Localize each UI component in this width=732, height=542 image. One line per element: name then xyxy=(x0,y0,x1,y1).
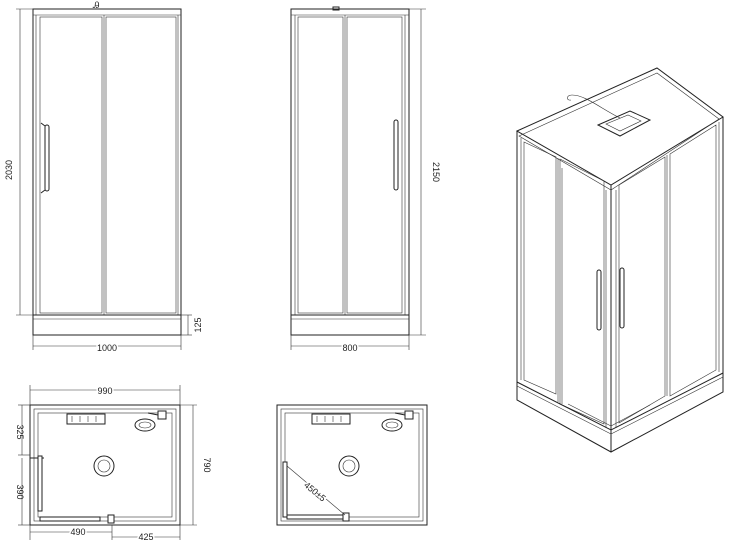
plan-view-right: 450±5 xyxy=(276,404,428,526)
front-width-dimension: 1000 xyxy=(97,343,117,353)
iso-cable-icon xyxy=(567,94,621,119)
front-frame xyxy=(32,8,182,316)
side-door-handle xyxy=(393,119,399,191)
front-door-handle xyxy=(44,124,50,192)
plan-left-width-dimension: 990 xyxy=(97,386,112,396)
plan-left-bottom-left-dimension: 490 xyxy=(70,527,85,537)
plan-left-offset-top-dimension: 325 xyxy=(15,424,25,439)
iso-right-sliding-panel xyxy=(618,156,666,424)
plan-right-shower-head-icon xyxy=(381,418,403,432)
iso-right-fixed-panel xyxy=(669,124,717,397)
plan-left-shower-head-icon xyxy=(134,418,156,432)
front-top-fitting-icon: Ꭿ xyxy=(92,0,100,10)
iso-left-sliding-panel xyxy=(559,158,605,425)
side-tray xyxy=(290,314,410,336)
plan-left-offset-left-dimension: 390 xyxy=(15,484,25,499)
plan-left-bottom-right-dimension: 425 xyxy=(138,532,153,542)
iso-top-face xyxy=(515,67,724,186)
plan-left-tap-icon xyxy=(157,410,167,420)
plan-view-left: 990 790 325 390 490 425 xyxy=(15,385,212,542)
iso-tray xyxy=(516,372,724,453)
iso-left-fixed-panel xyxy=(523,141,557,395)
plan-right-outline xyxy=(276,404,428,526)
plan-right-diagonal-dimension: 450±5 xyxy=(302,480,328,504)
side-height-dimension: 2150 xyxy=(431,162,441,182)
isometric-view xyxy=(515,67,724,453)
side-top-fitting-icon xyxy=(332,6,340,11)
plan-right-shelf-icon xyxy=(311,413,351,425)
plan-right-drain-icon xyxy=(338,455,360,477)
front-height-dimension: 2030 xyxy=(4,160,14,180)
side-frame xyxy=(290,8,410,316)
side-view: 2150 800 xyxy=(290,6,441,355)
plan-right-front-door xyxy=(286,514,346,520)
iso-right-handle xyxy=(619,267,625,329)
front-tray-height-dimension: 125 xyxy=(193,317,203,332)
front-door-panel-left xyxy=(39,16,103,314)
plan-right-tap-icon xyxy=(404,410,414,420)
plan-left-depth-dimension: 790 xyxy=(202,457,212,472)
plan-left-shelf-icon xyxy=(66,413,106,425)
plan-left-outline xyxy=(29,404,181,526)
iso-overhead-fitting-icon xyxy=(596,110,652,137)
plan-left-drain-icon xyxy=(93,455,115,477)
side-panel-left xyxy=(297,16,344,314)
plan-left-side-door xyxy=(37,455,43,512)
front-tray xyxy=(32,314,182,336)
plan-right-diagonal-line xyxy=(286,465,346,516)
front-view: Ꭿ 2030 125 1000 xyxy=(4,0,203,355)
side-panel-right xyxy=(346,16,403,314)
iso-left-handle xyxy=(596,269,602,331)
plan-left-front-door xyxy=(39,516,101,522)
front-door-panel-right xyxy=(105,16,177,314)
side-width-dimension: 800 xyxy=(342,343,357,353)
plan-right-side-door xyxy=(282,461,288,518)
